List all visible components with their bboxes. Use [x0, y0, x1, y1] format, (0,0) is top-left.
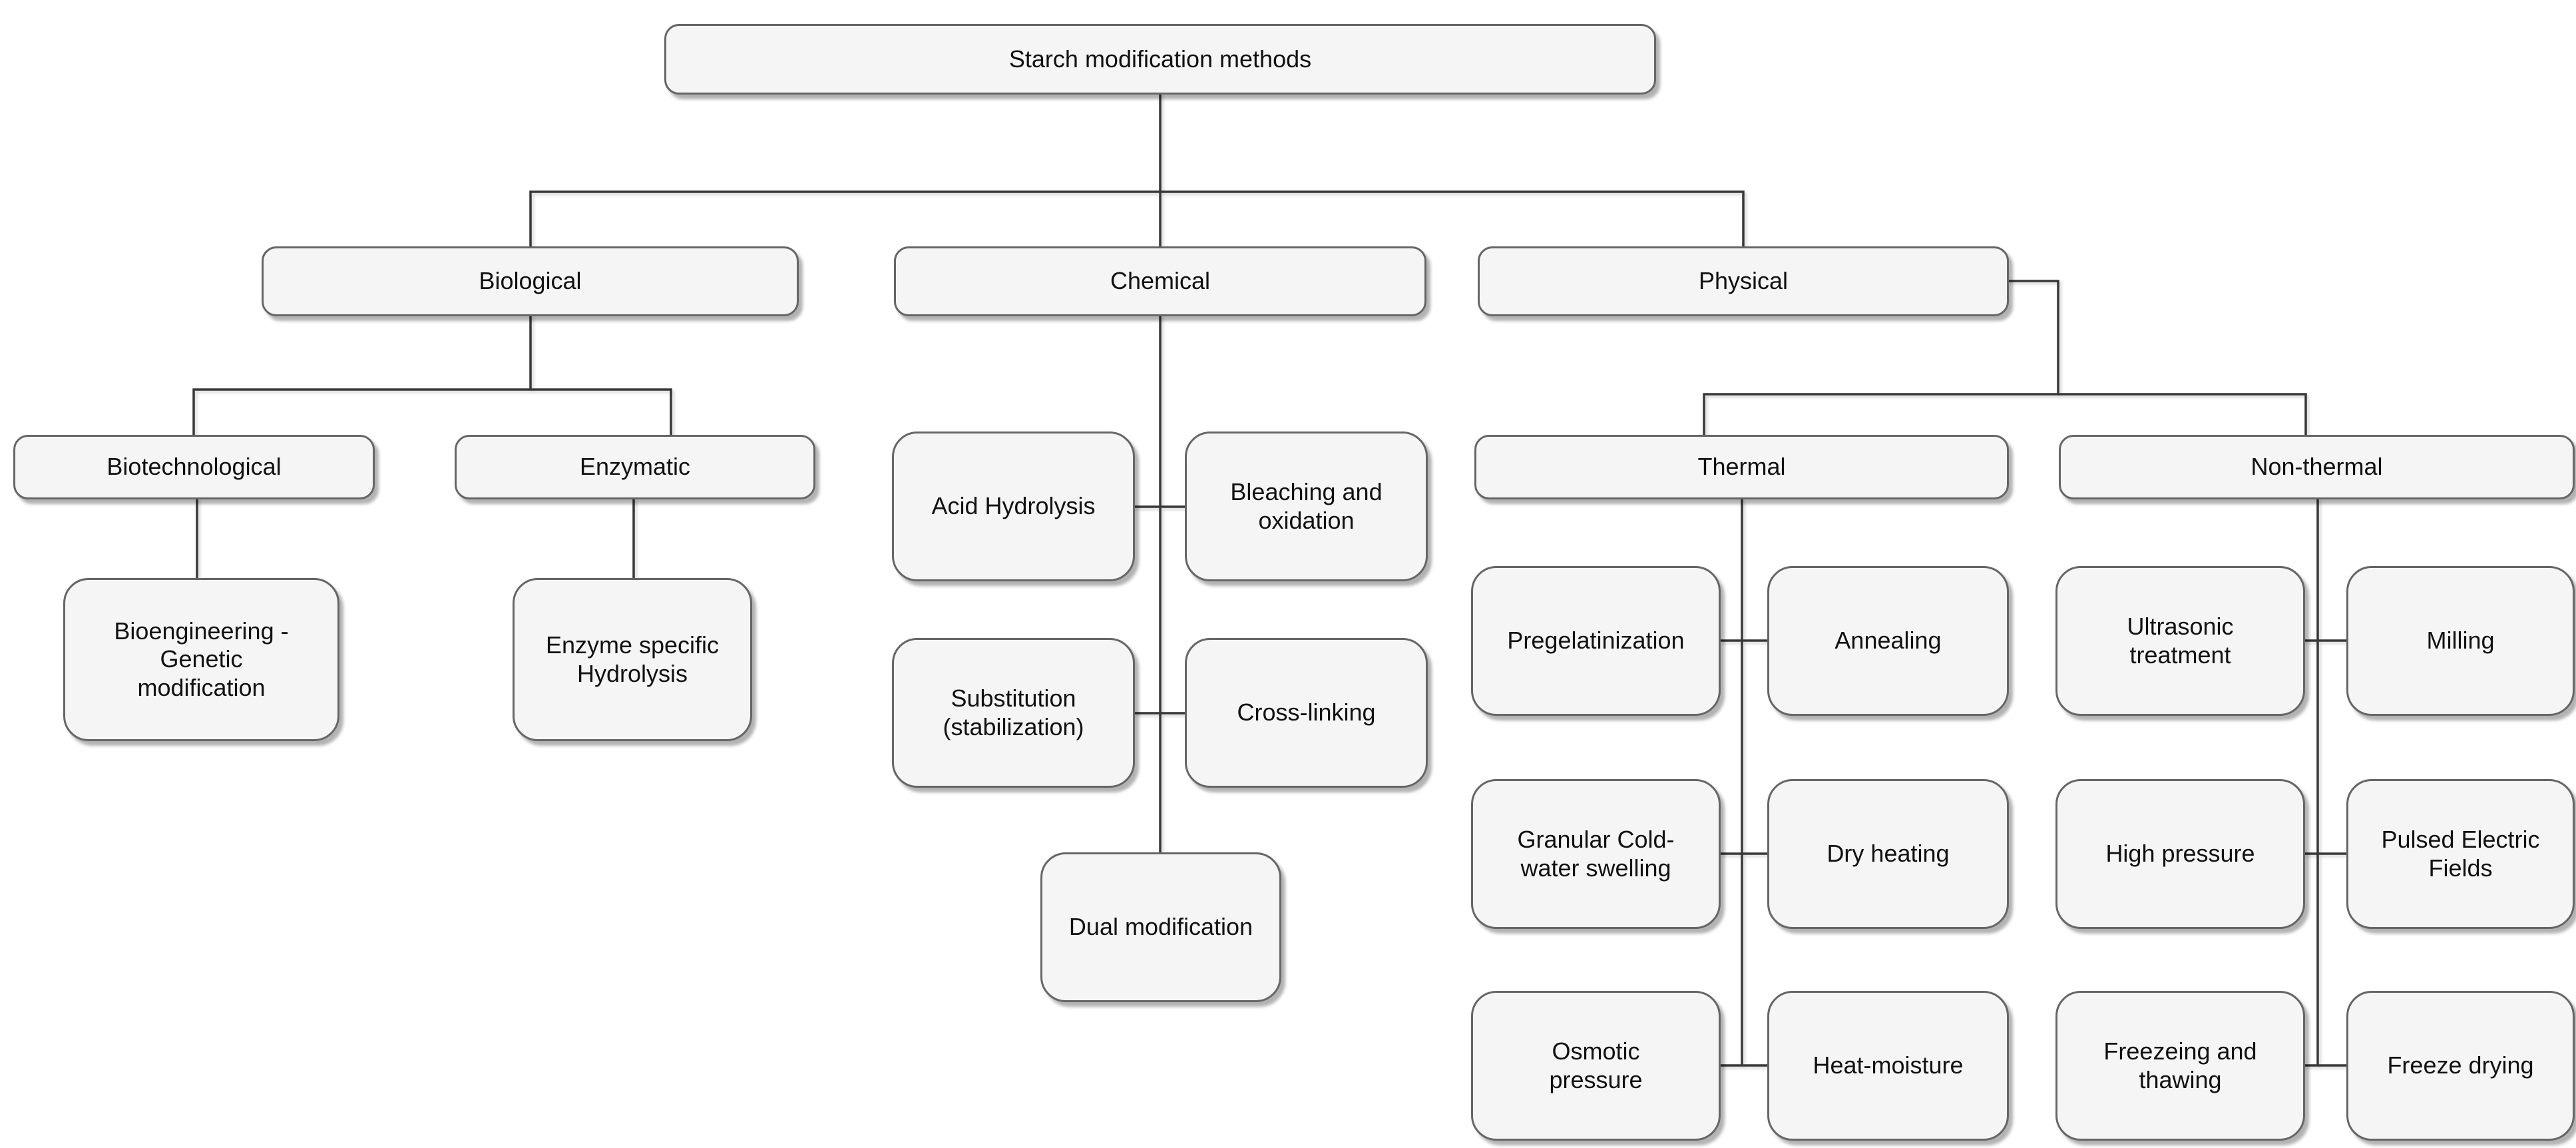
- node-bleaching-and-oxidation: Bleaching and oxidation: [1185, 431, 1428, 581]
- node-annealing: Annealing: [1767, 566, 2009, 716]
- node-bioengineering-genetic-modification: Bioengineering - Genetic modification: [63, 578, 339, 741]
- node-enzymatic: Enzymatic: [455, 435, 815, 499]
- edges-non-thermal: [2304, 498, 2348, 1067]
- node-biotechnological: Biotechnological: [13, 435, 375, 499]
- node-dual-modification: Dual modification: [1040, 852, 1281, 1002]
- node-osmotic-pressure: Osmotic pressure: [1471, 991, 1721, 1141]
- node-acid-hydrolysis: Acid Hydrolysis: [892, 431, 1135, 581]
- node-heat-moisture: Heat-moisture: [1767, 991, 2009, 1141]
- node-enzyme-specific-hydrolysis: Enzyme specific Hydrolysis: [513, 578, 752, 741]
- node-cross-linking: Cross-linking: [1185, 638, 1428, 788]
- node-thermal: Thermal: [1474, 435, 2009, 499]
- edges-level1: [529, 93, 1745, 248]
- node-starch-modification-methods: Starch modification methods: [664, 24, 1656, 95]
- node-chemical: Chemical: [894, 246, 1426, 316]
- node-granular-cold-water-swelling: Granular Cold- water swelling: [1471, 779, 1721, 929]
- node-freezeing-and-thawing: Freezeing and thawing: [2055, 991, 2305, 1141]
- node-pulsed-electric-fields: Pulsed Electric Fields: [2346, 779, 2575, 929]
- node-dry-heating: Dry heating: [1767, 779, 2009, 929]
- edges-physical: [1703, 280, 2307, 436]
- node-high-pressure: High pressure: [2055, 779, 2305, 929]
- edges-chemical: [1134, 315, 1186, 854]
- node-biological: Biological: [262, 246, 799, 316]
- node-substitution-stabilization: Substitution (stabilization): [892, 638, 1135, 788]
- node-freeze-drying: Freeze drying: [2346, 991, 2575, 1141]
- node-ultrasonic-treatment: Ultrasonic treatment: [2055, 566, 2305, 716]
- edges-biological: [192, 315, 672, 579]
- node-milling: Milling: [2346, 566, 2575, 716]
- node-physical: Physical: [1478, 246, 2009, 316]
- edges-thermal: [1719, 498, 1769, 1067]
- node-pregelatinization: Pregelatinization: [1471, 566, 1721, 716]
- node-non-thermal: Non-thermal: [2059, 435, 2575, 499]
